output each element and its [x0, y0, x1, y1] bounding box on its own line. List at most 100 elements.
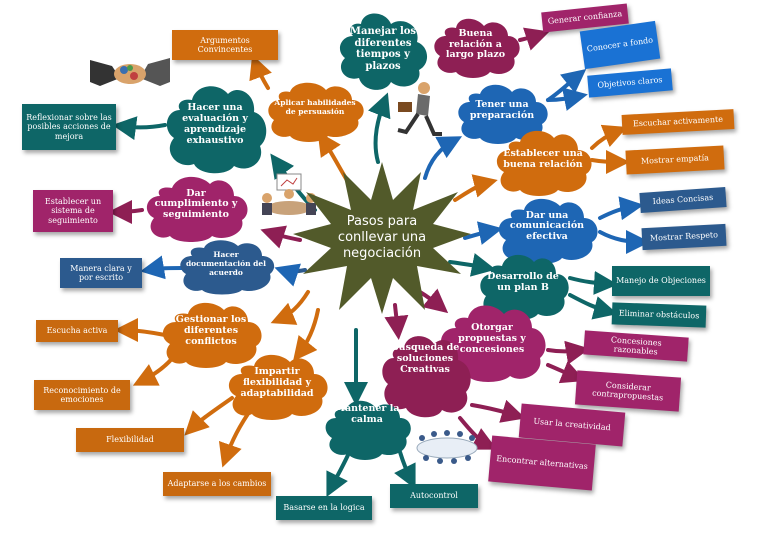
- arrow: [590, 149, 630, 174]
- runner-with-briefcase-icon: [397, 82, 442, 136]
- leaf-sistema-seguimiento: Establecer un sistema de seguimiento: [33, 190, 113, 232]
- cloud-shape: [162, 302, 262, 368]
- leaf-reconocimiento-emociones: Reconocimiento de emociones: [34, 380, 130, 410]
- arrow: [108, 199, 144, 224]
- node-cumplimiento-seguimiento: Dar cumplimiento y seguimiento: [140, 172, 252, 242]
- central-starburst: Pasos para conllevar una negociación: [293, 162, 471, 314]
- node-label: Buena relación a largo plazo: [445, 27, 506, 61]
- arrow: [423, 136, 463, 180]
- cloud-shape: [146, 176, 248, 242]
- node-comunicacion-efectiva: Dar una comunicación efectiva: [492, 194, 602, 264]
- leaf-manejo-objeciones: Manejo de Objeciones: [612, 266, 710, 296]
- cloud-shape: [339, 13, 428, 90]
- cloud-shape: [434, 18, 520, 78]
- arrow: [418, 288, 449, 314]
- cloud-shape: [166, 86, 267, 174]
- leaf-considerar-contrapropuestas: Considerar contrapropuestas: [574, 370, 682, 412]
- node-manejar-tiempos: Manejar los diferentes tiempos y plazos: [333, 6, 433, 98]
- cloud-shape: [268, 82, 364, 142]
- cloud-shape: [498, 198, 598, 264]
- node-label: Hacer una evaluación y aprendizaje exhau…: [182, 102, 248, 147]
- leaf-reflexionar-mejora: Reflexionar sobre las posibles acciones …: [22, 104, 116, 150]
- cloud-shape: [496, 130, 592, 196]
- node-establecer-relacion: Establecer una buena relación: [490, 126, 596, 198]
- leaf-encontrar-alternativas: Encontrar alternativas: [488, 435, 596, 491]
- leaf-basarse-logica: Basarse en la logica: [276, 496, 372, 520]
- node-label: Desarrollo de un plan B: [487, 270, 559, 293]
- node-evaluacion-aprendizaje: Hacer una evaluación y aprendizaje exhau…: [160, 80, 270, 176]
- arrow: [112, 116, 167, 141]
- leaf-flexibilidad: Flexibilidad: [76, 428, 184, 452]
- node-label: Manejar los diferentes tiempos y plazos: [349, 26, 417, 72]
- arrow: [546, 340, 590, 365]
- arrow: [140, 255, 184, 280]
- arrow: [448, 253, 496, 277]
- arrow: [249, 54, 272, 90]
- conference-table-icon: [416, 430, 478, 464]
- cloud-shape: [180, 240, 275, 295]
- node-soluciones-creativas: Busqueda de soluciones Creativas: [376, 330, 474, 420]
- arrow: [470, 399, 526, 423]
- cloud-shape: [480, 254, 569, 320]
- leaf-eliminar-obstaculos: Eliminar obstáculos: [611, 302, 707, 328]
- meeting-people-icon: [262, 173, 316, 215]
- leaf-mostrar-respeto: Mostrar Respeto: [641, 223, 727, 251]
- cloud-shape: [458, 84, 548, 144]
- node-documentacion-acuerdo: Hacer documentación del acuerdo: [174, 238, 278, 295]
- node-label: Establecer una buena relación: [503, 147, 583, 170]
- node-label: Aplicar habilidades de persuasión: [274, 98, 356, 117]
- node-mantener-calma: Mantener la calma: [320, 396, 414, 460]
- arrow: [394, 450, 416, 490]
- arrow: [368, 92, 391, 164]
- arrow: [260, 225, 302, 249]
- cloud-shape: [382, 336, 471, 418]
- arrow: [114, 318, 167, 343]
- node-flexibilidad-adaptabilidad: Impartir flexibilidad y adaptabilidad: [222, 350, 332, 422]
- arrow: [463, 221, 503, 245]
- node-plan-b: Desarrollo de un plan B: [474, 250, 572, 320]
- arrow: [384, 303, 409, 340]
- leaf-adaptarse-cambios: Adaptarse a los cambios: [163, 472, 271, 496]
- arrow: [293, 308, 320, 362]
- arrow: [453, 174, 498, 202]
- cloud-shape: [441, 305, 546, 382]
- node-label: Tener una preparación: [469, 99, 535, 122]
- leaf-argumentos-convincentes: Argumentos Convincentes: [172, 30, 278, 60]
- arrow: [518, 27, 550, 51]
- node-label: Hacer documentación del acuerdo: [185, 250, 267, 277]
- node-persuasion: Aplicar habilidades de persuasión: [262, 78, 368, 142]
- arrow: [598, 229, 650, 254]
- node-label: Dar una comunicación efectiva: [509, 209, 585, 243]
- starburst-shape: [293, 162, 471, 314]
- arrow: [568, 270, 618, 295]
- central-title: Pasos para conllevar una negociación: [337, 213, 427, 262]
- arrow: [184, 396, 234, 436]
- arrow: [546, 87, 588, 111]
- arrow: [590, 124, 628, 150]
- leaf-mostrar-empatia: Mostrar empatía: [625, 145, 725, 175]
- arrow: [546, 360, 586, 384]
- node-gestionar-conflictos: Gestionar los diferentes conflictos: [156, 298, 266, 370]
- node-tener-preparacion: Tener una preparación: [452, 80, 552, 146]
- node-label: Otorgar propuestas y concesiones: [458, 322, 526, 355]
- node-label: Mantener la calma: [334, 402, 400, 425]
- cloud-shape: [325, 400, 411, 460]
- node-label: Gestionar los diferentes conflictos: [175, 314, 247, 348]
- node-label: Busqueda de soluciones Creativas: [390, 341, 460, 375]
- arrow: [458, 416, 498, 450]
- arrow: [598, 196, 644, 221]
- node-label: Impartir flexibilidad y adaptabilidad: [240, 366, 314, 400]
- node-propuestas-concesiones: Otorgar propuestas y concesiones: [434, 300, 550, 384]
- leaf-autocontrol: Autocontrol: [390, 484, 478, 508]
- arrow: [274, 263, 307, 287]
- handshake-icon: [90, 58, 170, 86]
- arrow: [568, 293, 618, 320]
- arrow: [546, 69, 587, 102]
- node-buena-relacion-plazo: Buena relación a largo plazo: [428, 14, 523, 80]
- arrow: [270, 290, 310, 325]
- leaf-escucha-activa: Escucha activa: [36, 320, 118, 342]
- cloud-shape: [228, 354, 328, 420]
- node-label: Dar cumplimiento y seguimiento: [154, 187, 238, 221]
- leaf-manera-clara-escrito: Manera clara y por escrito: [60, 258, 142, 288]
